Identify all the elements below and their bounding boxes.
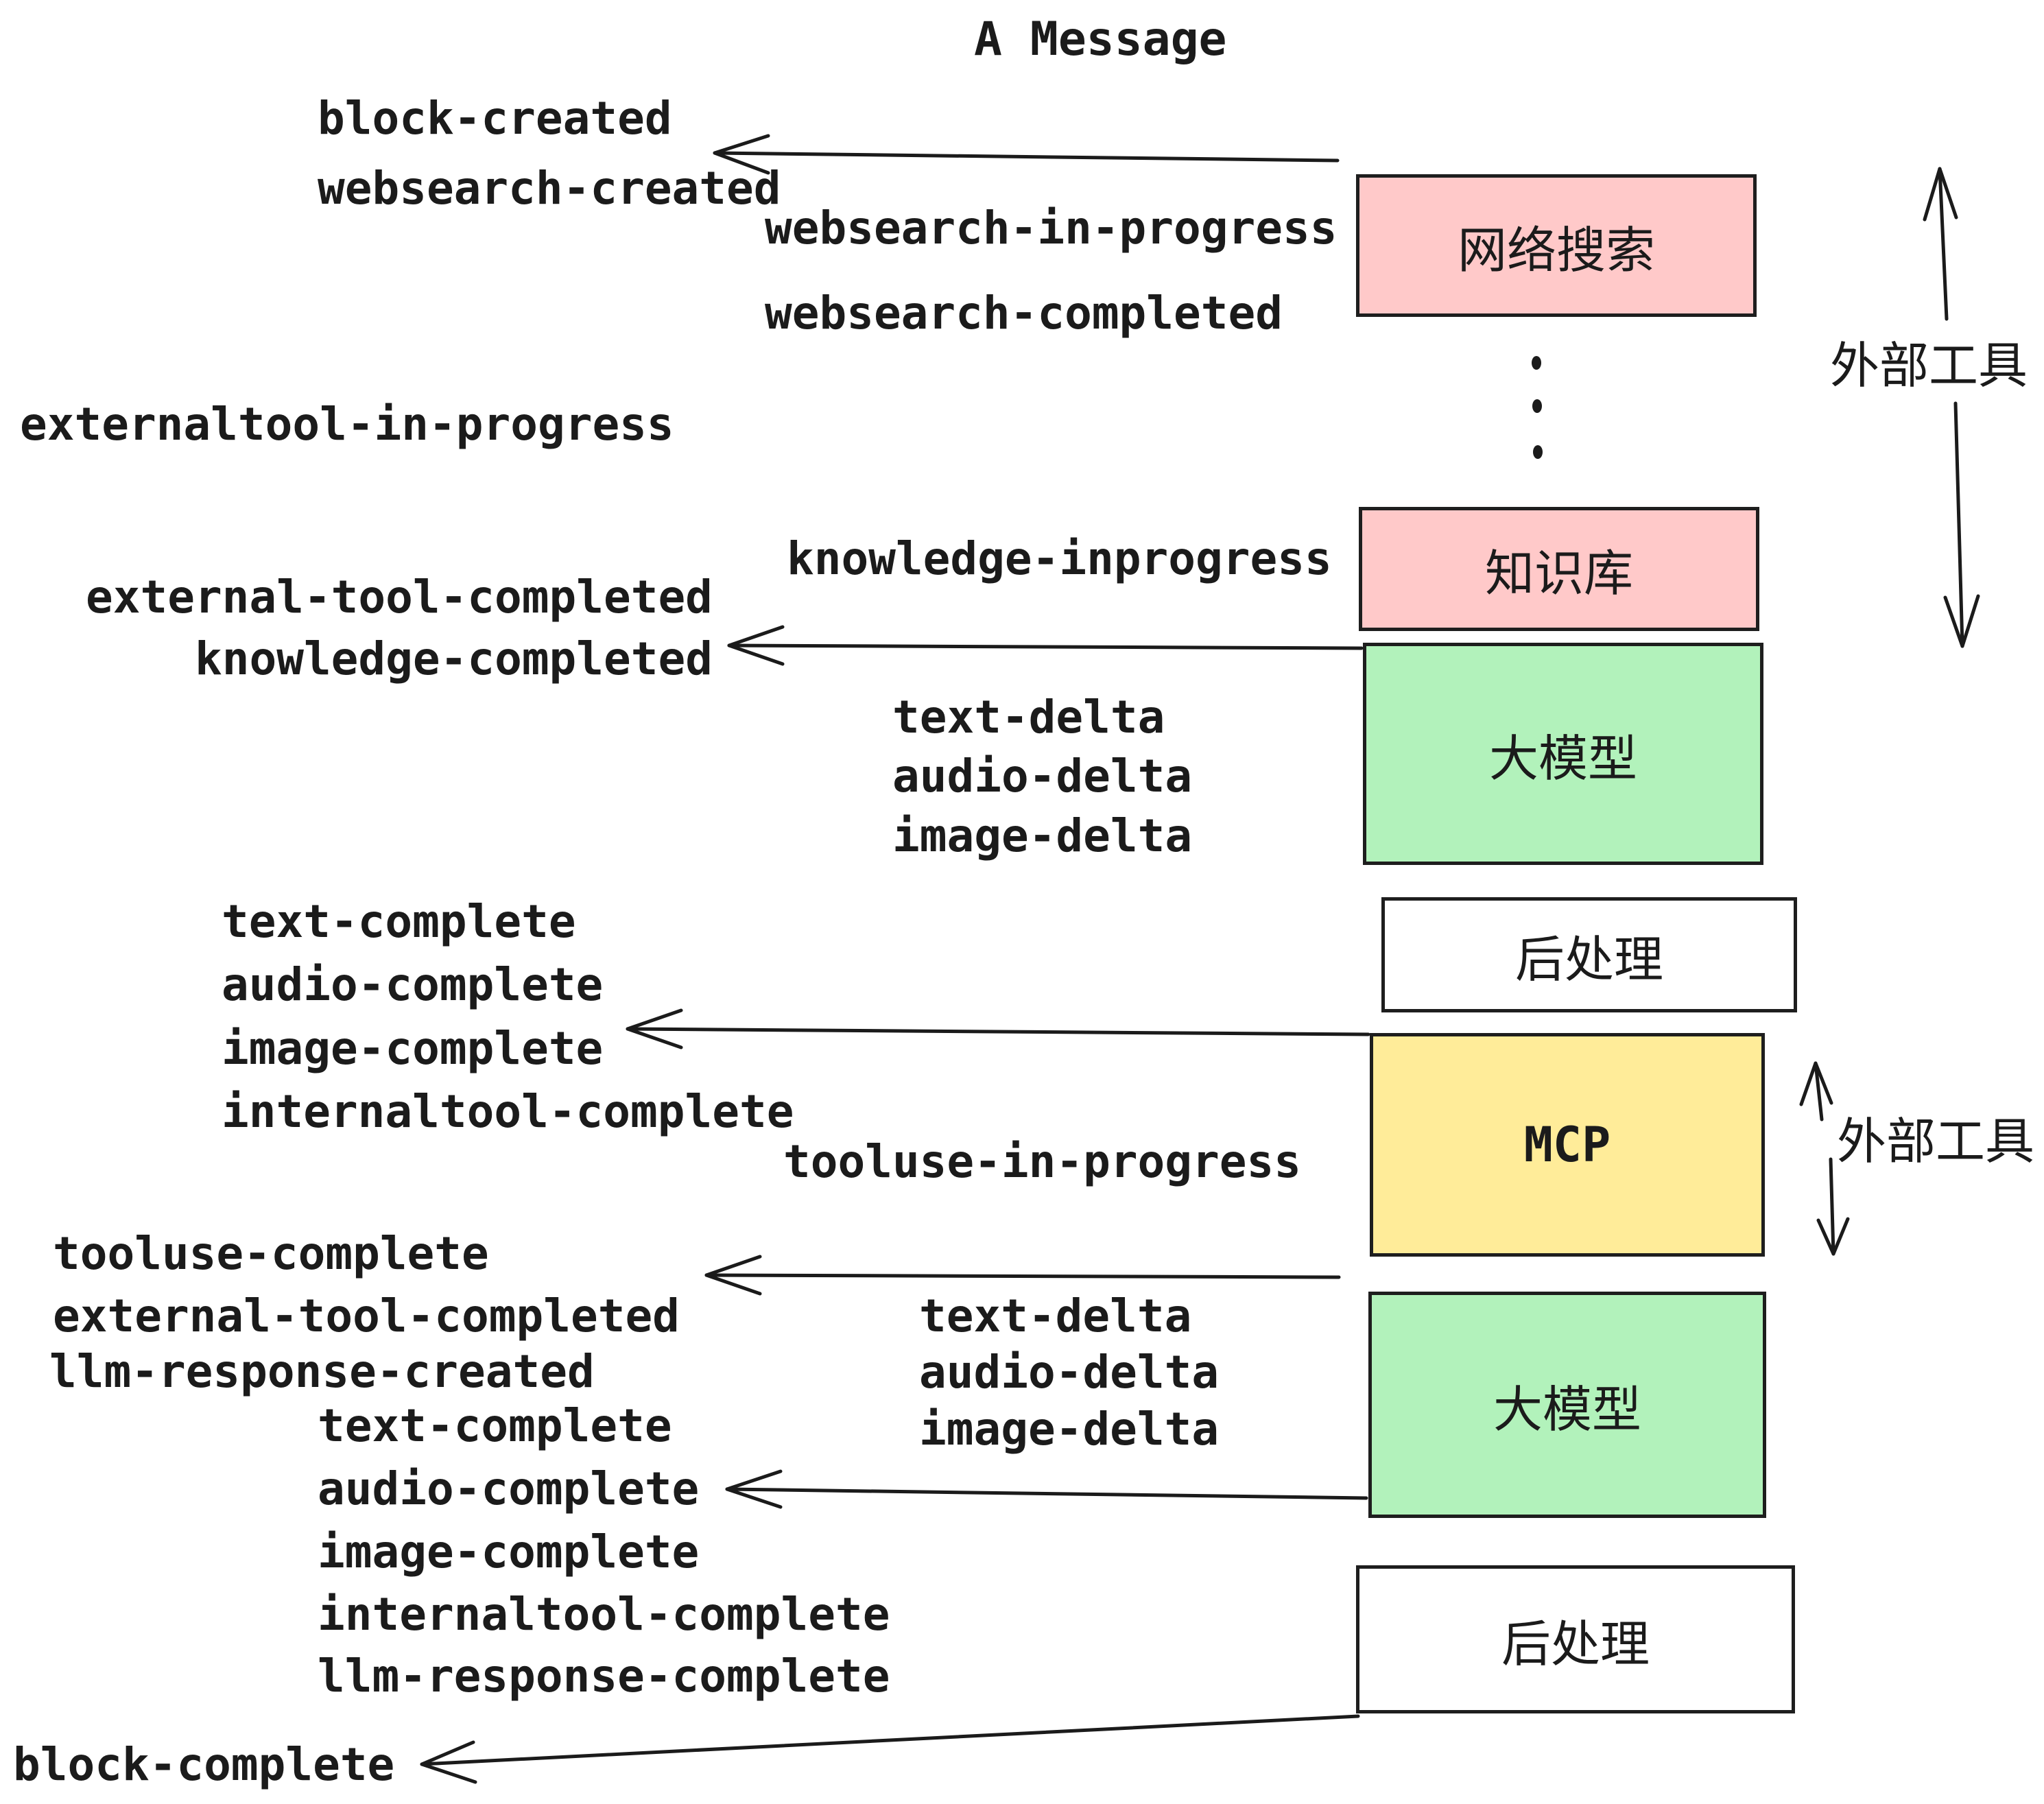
diagram-title: A Message xyxy=(974,12,1227,67)
box-knowledge: 知识库 xyxy=(1359,507,1759,631)
label-image-complete-2: image-complete xyxy=(318,1526,700,1578)
label-external-tool-completed-1: external-tool-completed xyxy=(86,571,713,624)
label-externaltool-in-progress: externaltool-in-progress xyxy=(20,398,674,451)
box-mcp-label: MCP xyxy=(1523,1117,1611,1173)
dots-item xyxy=(1532,356,1541,370)
arrow-knowledge-completed-head xyxy=(727,625,785,666)
arrow-block-complete-head xyxy=(420,1740,477,1784)
external-tools-mcp-down-arrow-head xyxy=(1816,1217,1850,1256)
label-websearch-in-progress: websearch-in-progress xyxy=(765,202,1338,254)
label-audio-complete-1: audio-complete xyxy=(222,958,604,1011)
dots-item xyxy=(1533,445,1543,459)
label-internaltool-complete-2: internaltool-complete xyxy=(318,1588,890,1641)
label-llm-response-complete: llm-response-complete xyxy=(318,1650,890,1702)
label-tooluse-complete: tooluse-complete xyxy=(53,1227,489,1280)
label-websearch-completed: websearch-completed xyxy=(765,287,1283,340)
external-tools-top-down-arrow-head xyxy=(1943,594,1980,648)
arrow-tooluse-complete-head xyxy=(704,1255,762,1296)
external-tools-mcp-up-arrow-shaft xyxy=(1814,1061,1824,1121)
arrow-block-created-shaft xyxy=(713,151,1340,163)
box-postprocess-top: 后处理 xyxy=(1381,897,1797,1012)
external-tools-top-up-arrow-head xyxy=(1923,167,1958,222)
arrow-image-complete-shaft xyxy=(626,1027,1370,1036)
arrow-audio-complete-shaft xyxy=(725,1487,1368,1500)
annotation-external-tools-mcp: 外部工具 xyxy=(1837,1113,2035,1170)
label-audio-delta-2: audio-delta xyxy=(919,1346,1220,1399)
label-text-delta-2: text-delta xyxy=(919,1290,1192,1342)
label-image-delta-2: image-delta xyxy=(919,1403,1220,1456)
label-knowledge-completed: knowledge-completed xyxy=(195,632,713,685)
label-image-complete-1: image-complete xyxy=(222,1022,604,1075)
arrow-audio-complete-head xyxy=(725,1469,783,1509)
external-tools-top-up-arrow-shaft xyxy=(1938,167,1949,321)
external-tools-mcp-down-arrow-shaft xyxy=(1829,1157,1835,1256)
box-mcp: MCP xyxy=(1370,1033,1765,1257)
arrow-tooluse-complete-shaft xyxy=(704,1273,1341,1279)
external-tools-mcp-up-arrow-head xyxy=(1799,1061,1833,1106)
box-postprocess-top-label: 后处理 xyxy=(1514,930,1663,988)
label-text-delta-1: text-delta xyxy=(892,691,1165,744)
annotation-external-tools-top: 外部工具 xyxy=(1830,337,2028,394)
label-websearch-created: websearch-created xyxy=(318,162,781,215)
box-knowledge-label: 知识库 xyxy=(1484,545,1633,602)
arrow-image-complete-head xyxy=(626,1008,683,1049)
box-llm-bottom: 大模型 xyxy=(1368,1292,1766,1518)
label-text-complete-1: text-complete xyxy=(222,895,576,948)
label-block-complete: block-complete xyxy=(13,1738,395,1791)
arrow-knowledge-completed-shaft xyxy=(727,643,1364,650)
box-websearch: 网络搜索 xyxy=(1356,174,1757,317)
label-internaltool-complete-1: internaltool-complete xyxy=(222,1085,794,1138)
arrow-block-complete-shaft xyxy=(420,1714,1360,1766)
label-block-created: block-created xyxy=(318,92,672,145)
dots-item xyxy=(1532,399,1542,413)
box-llm-top: 大模型 xyxy=(1363,643,1763,865)
label-external-tool-completed-2: external-tool-completed xyxy=(53,1290,680,1342)
box-llm-bottom-label: 大模型 xyxy=(1493,1380,1641,1438)
label-audio-delta-1: audio-delta xyxy=(892,750,1193,803)
label-llm-response-created: llm-response-created xyxy=(49,1345,595,1398)
label-text-complete-2: text-complete xyxy=(318,1399,672,1452)
box-llm-top-label: 大模型 xyxy=(1488,729,1637,787)
box-postprocess-bottom: 后处理 xyxy=(1356,1565,1795,1713)
box-websearch-label: 网络搜索 xyxy=(1457,221,1655,279)
label-knowledge-inprogress: knowledge-inprogress xyxy=(787,532,1332,585)
label-audio-complete-2: audio-complete xyxy=(318,1462,700,1515)
label-image-delta-1: image-delta xyxy=(892,809,1193,862)
external-tools-top-down-arrow-shaft xyxy=(1953,401,1964,648)
box-postprocess-bottom-label: 后处理 xyxy=(1501,1615,1650,1673)
label-tooluse-in-progress: tooluse-in-progress xyxy=(783,1135,1301,1188)
